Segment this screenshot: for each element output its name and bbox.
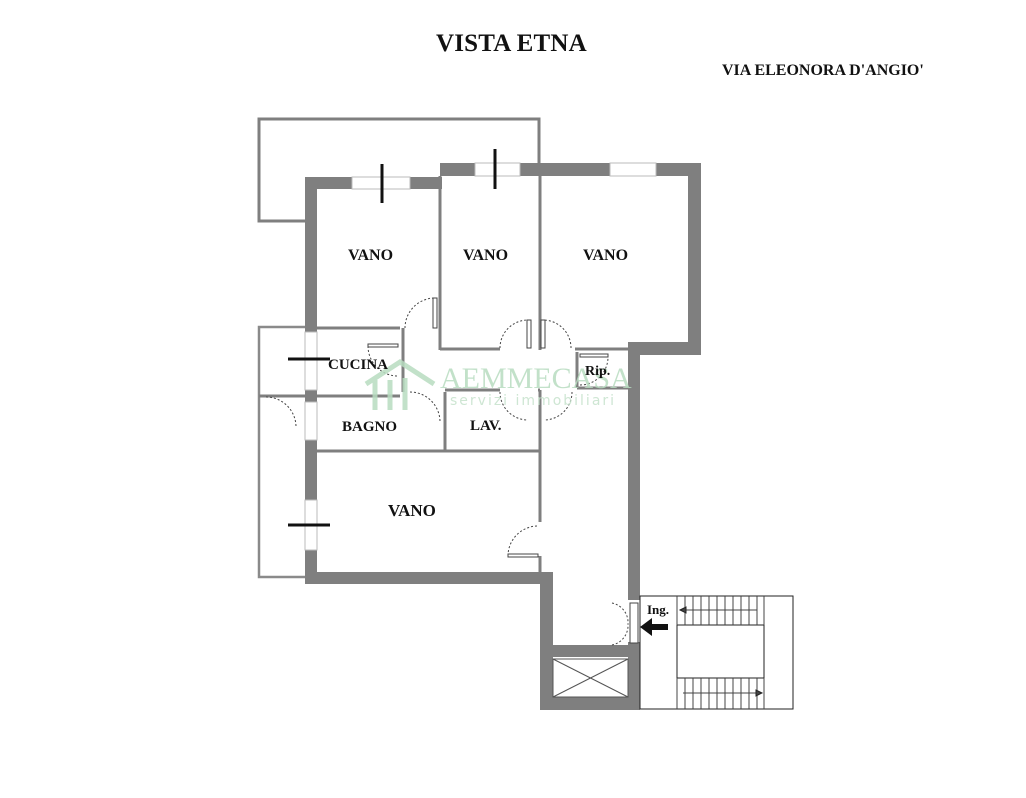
room-label-lavanderia: LAV.	[470, 418, 502, 434]
room-label-ripostiglio: Rip.	[585, 364, 610, 379]
room-label-vano-2: VANO	[463, 247, 508, 264]
interior-walls	[259, 176, 628, 572]
room-label-cucina: CUCINA	[328, 357, 388, 373]
watermark-brand: AEMMECASA	[440, 362, 632, 395]
watermark-tagline: servizi immobiliari	[450, 393, 616, 409]
room-label-vano-4: VANO	[388, 501, 436, 520]
exterior-walls	[305, 163, 701, 710]
room-label-vano-1: VANO	[348, 247, 393, 264]
plan-title: VISTA ETNA	[436, 30, 587, 57]
railing-marks	[288, 149, 497, 527]
entrance-arrow-icon	[640, 618, 668, 636]
balcony-side	[257, 325, 305, 579]
house-logo-icon	[364, 359, 436, 410]
room-label-vano-3: VANO	[583, 247, 628, 264]
street-address: VIA ELEONORA D'ANGIO'	[722, 62, 924, 79]
room-label-ingresso: Ing.	[647, 602, 669, 617]
elevator-shaft	[552, 658, 629, 698]
room-label-bagno: BAGNO	[342, 419, 397, 435]
watermark: AEMMECASA servizi immobiliari	[364, 359, 632, 410]
doors	[265, 297, 639, 646]
balcony-top	[257, 117, 541, 223]
windows	[304, 162, 657, 551]
stairwell	[639, 595, 794, 710]
